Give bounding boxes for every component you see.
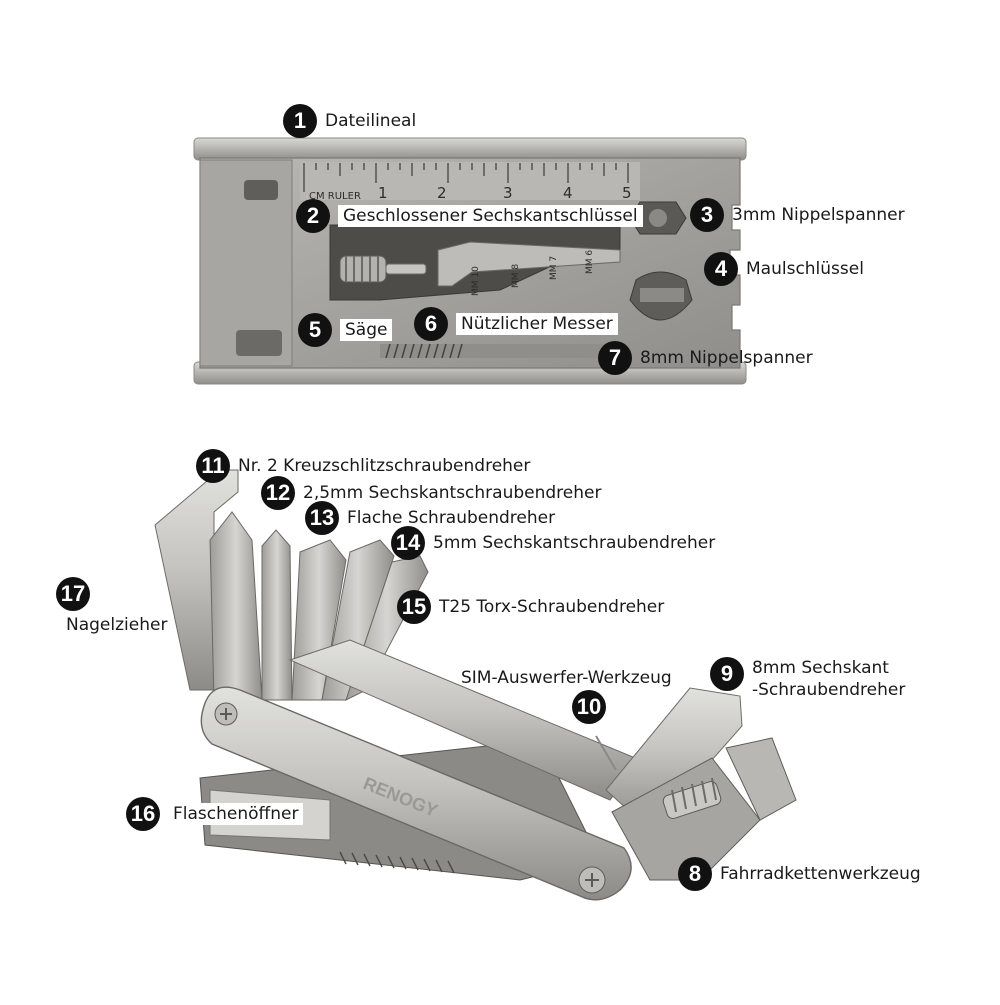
saw-teeth [385,343,463,359]
callout-10: 10 [572,690,606,724]
marker-8: 8 [678,857,712,891]
label-5mm-sechskant: 5mm Sechskantschraubendreher [433,533,716,553]
label-8mm-sechskant: 8mm Sechskant [752,658,889,678]
label-dateilineal: Dateilineal [325,111,417,131]
marker-14: 14 [391,526,425,560]
label-schraubendreher: -Schraubendreher [752,680,906,700]
hex-size-6: MM 6 [585,250,595,274]
marker-17: 17 [56,577,90,611]
label-2-5mm-sechskant: 2,5mm Sechskantschraubendreher [303,483,602,503]
label-flaschenoeffner: Flaschenöffner [168,803,304,825]
marker-13: 13 [305,501,339,535]
label-fahrradkettenwerkzeug: Fahrradkettenwerkzeug [720,864,921,884]
hex-size-7: MM 7 [549,256,559,280]
callout-14: 14 5mm Sechskantschraubendreher [391,526,715,560]
spring-screw [339,255,427,283]
callout-1: 1 Dateilineal [283,104,416,138]
callout-5: 5 Säge [298,313,393,347]
marker-1: 1 [283,104,317,138]
opened-multitool: RENOGY [154,469,797,901]
marker-2: 2 [296,199,330,233]
callout-4: 4 Maulschlüssel [704,252,864,286]
callout-16: 16 Flaschenöffner [126,797,304,831]
callout-10-label: SIM-Auswerfer-Werkzeug [461,668,672,688]
ruler-ticks [303,163,629,192]
marker-3: 3 [690,198,724,232]
callout-6: 6 Nützlicher Messer [414,307,618,341]
marker-7: 7 [598,341,632,375]
marker-9: 9 [710,657,744,691]
callout-2: 2 Geschlossener Sechskantschlüssel [296,199,643,233]
marker-4: 4 [704,252,738,286]
ruler-tick-3: 3 [503,184,513,202]
hex-size-8: MM 8 [511,264,521,288]
hex-size-10: MM 10 [471,266,481,296]
ruler-tick-2: 2 [437,184,447,202]
label-sechskantschluessel: Geschlossener Sechskantschlüssel [338,205,643,227]
label-t25-torx: T25 Torx-Schraubendreher [439,597,665,617]
marker-16: 16 [126,797,160,831]
marker-5: 5 [298,313,332,347]
callout-3: 3 3mm Nippelspanner [690,198,905,232]
label-nuetzlicher-messer: Nützlicher Messer [456,313,618,335]
label-flache-schraubendreher: Flache Schraubendreher [347,508,556,528]
callout-17: 17 [56,577,90,611]
label-saege: Säge [340,319,393,341]
marker-12: 12 [261,476,295,510]
ruler-tick-1: 1 [378,184,388,202]
label-maulschluessel: Maulschlüssel [746,259,864,279]
callout-13: 13 Flache Schraubendreher [305,501,555,535]
marker-6: 6 [414,307,448,341]
marker-10: 10 [572,690,606,724]
chain-tool-screw [662,777,722,820]
marker-15: 15 [397,590,431,624]
callout-11: 11 Nr. 2 Kreuzschlitzschraubendreher [196,449,530,483]
ruler-tick-5: 5 [622,184,632,202]
callout-12: 12 2,5mm Sechskantschraubendreher [261,476,601,510]
lower-saw-teeth [339,851,455,874]
label-3mm-nippelspanner: 3mm Nippelspanner [732,205,905,225]
label-kreuzschlitz: Nr. 2 Kreuzschlitzschraubendreher [238,456,531,476]
label-nagelzieher: Nagelzieher [66,615,168,635]
callout-8: 8 Fahrradkettenwerkzeug [678,857,921,891]
callout-17-label: Nagelzieher [66,615,167,635]
label-8mm-nippelspanner: 8mm Nippelspanner [640,348,813,368]
label-sim-auswerfer: SIM-Auswerfer-Werkzeug [461,668,672,688]
callout-15: 15 T25 Torx-Schraubendreher [397,590,664,624]
marker-11: 11 [196,449,230,483]
ruler-tick-4: 4 [563,184,573,202]
callout-9: 9 8mm Sechskant -Schraubendreher [710,657,905,701]
ruler-caption: CM RULER [309,191,361,202]
spoke-wrench-holes [629,201,693,321]
callout-7: 7 8mm Nippelspanner [598,341,813,375]
